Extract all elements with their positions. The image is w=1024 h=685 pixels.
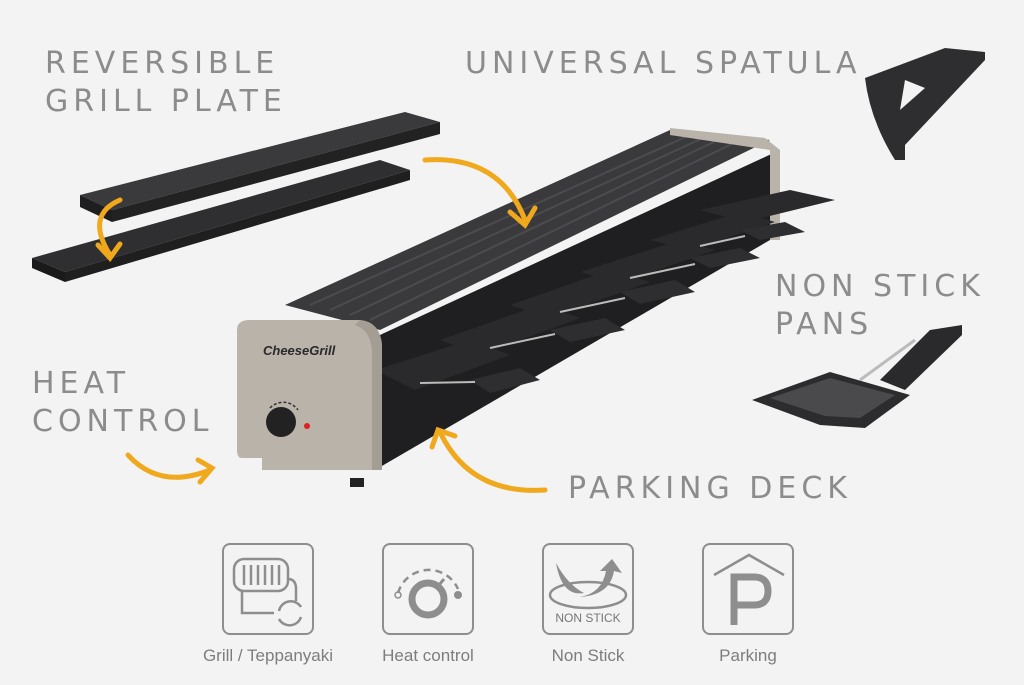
feature-parking: Parking: [702, 543, 794, 665]
feature-non-stick: NON STICK Non Stick: [542, 543, 634, 665]
callout-text: Reversible: [45, 46, 280, 81]
grill-reverse-icon: [232, 557, 303, 627]
reversible-grill-plate: [32, 112, 440, 282]
dial-icon: [394, 568, 462, 619]
callout-universal-spatula: Universal Spatula: [465, 46, 862, 81]
feature-label: Parking: [719, 646, 777, 665]
non-stick-icon: [548, 559, 628, 610]
callout-parking-deck: Parking Deck: [568, 471, 852, 506]
callout-heat-control: Heat Control: [32, 365, 214, 441]
callout-non-stick-pans: Non Stick Pans: [775, 268, 985, 344]
product-illustration: [32, 48, 985, 493]
callout-text: Grill Plate: [45, 84, 287, 119]
parking-icon: [713, 553, 785, 625]
callout-reversible-grill-plate: Reversible Grill Plate: [45, 45, 287, 121]
feature-grill-teppanyaki: Grill / Teppanyaki: [203, 543, 333, 665]
callout-arrows: [95, 157, 548, 493]
callout-text: Non Stick: [775, 269, 985, 304]
feature-label: Heat control: [382, 646, 474, 665]
non-stick-pan: [752, 325, 962, 428]
cheese-grill-body: [237, 128, 835, 487]
feature-heat-control: Heat control: [382, 543, 474, 665]
spatula: [865, 48, 985, 160]
non-stick-badge: NON STICK: [555, 611, 621, 625]
feature-label: Grill / Teppanyaki: [202, 646, 334, 665]
callout-text: Control: [32, 404, 214, 439]
callout-text: Pans: [775, 307, 874, 342]
feature-label: Non Stick: [551, 646, 625, 665]
brand-logo: CheeseGrill: [263, 343, 336, 358]
callout-text: Heat: [32, 366, 131, 401]
